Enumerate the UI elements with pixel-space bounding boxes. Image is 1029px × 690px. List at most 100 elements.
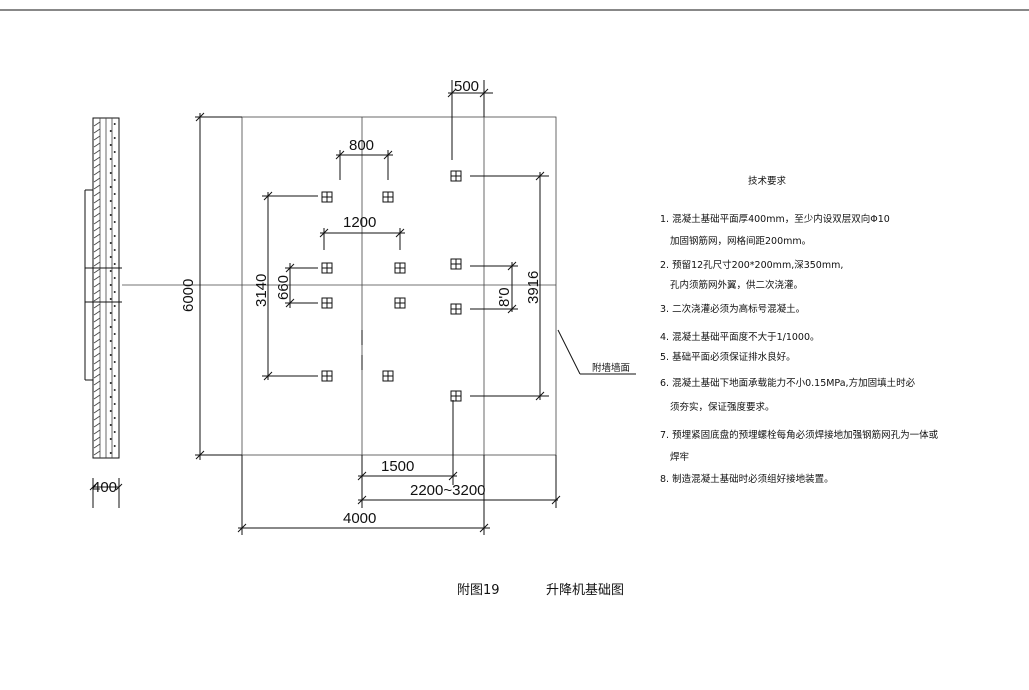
wall-aggregate-dot: [109, 200, 112, 202]
wall-hatch-line: [93, 261, 101, 267]
wall-hatch-line: [93, 205, 101, 211]
dim-400: 400: [92, 479, 117, 496]
wall-hatch-line: [93, 296, 101, 302]
wall-aggregate-dot: [113, 333, 116, 335]
wall-hatch-line: [93, 233, 101, 239]
reserved-hole-icon: [321, 262, 333, 274]
wall-hatch-line: [93, 310, 101, 316]
wall-hatch-line: [93, 289, 101, 295]
wall-hatch-line: [93, 429, 101, 435]
wall-aggregate-dot: [113, 207, 116, 209]
reserved-hole-icon: [450, 258, 462, 270]
wall-aggregate-dot: [109, 144, 112, 146]
wall-hatch-line: [93, 450, 101, 456]
wall-aggregate-dot: [109, 368, 112, 370]
wall-aggregate-dot: [113, 235, 116, 237]
wall-aggregate-dot: [113, 291, 116, 293]
wall-hatch-line: [93, 226, 101, 232]
reserved-hole-icon: [450, 303, 462, 315]
note-line: 孔内须筋网外翼，供二次浇灌。: [670, 279, 803, 291]
wall-aggregate-dot: [113, 319, 116, 321]
note-line: 须夯实，保证强度要求。: [670, 401, 775, 413]
wall-aggregate-dot: [109, 424, 112, 426]
reserved-hole-icon: [450, 390, 462, 402]
note-line: 1. 混凝土基础平面厚400mm，至少内设双层双向Φ10: [660, 213, 890, 225]
note-line: 焊牢: [670, 451, 689, 463]
wall-hatch-line: [93, 282, 101, 288]
wall-aggregate-dot: [113, 151, 116, 153]
wall-aggregate-dot: [113, 179, 116, 181]
wall-aggregate-dot: [109, 326, 112, 328]
reserved-hole-icon: [394, 262, 406, 274]
wall-hatch-line: [93, 247, 101, 253]
wall-hatch-line: [93, 324, 101, 330]
wall-hatch-line: [93, 142, 101, 148]
technical-notes: 技术要求 1. 混凝土基础平面厚400mm，至少内设双层双向Φ10 加固钢筋网，网…: [660, 175, 939, 485]
wall-aggregate-dot: [113, 193, 116, 195]
wall-aggregate-dot: [113, 347, 116, 349]
wall-aggregate-dot: [109, 354, 112, 356]
wall-hatch-line: [93, 135, 101, 141]
wall-hatch-line: [93, 219, 101, 225]
wall-hatch-line: [93, 156, 101, 162]
reserved-hole-icon: [321, 297, 333, 309]
wall-aggregate-dot: [109, 284, 112, 286]
note-line: 8. 制造混凝土基础时必须组好接地装置。: [660, 473, 834, 485]
reserved-hole-icon: [382, 191, 394, 203]
figure-number: 附图19: [457, 583, 500, 598]
wall-aggregate-dot: [109, 172, 112, 174]
wall-aggregate-dot: [113, 165, 116, 167]
note-line: 5. 基础平面必须保证排水良好。: [660, 351, 796, 363]
wall-hatch-line: [93, 254, 101, 260]
wall-hatch-line: [93, 128, 101, 134]
wall-hatch-line: [93, 380, 101, 386]
wall-aggregate-dot: [113, 277, 116, 279]
dimension-lines: 500 800 1200 6000 3140 66: [180, 78, 561, 535]
wall-aggregate-dot: [109, 298, 112, 300]
wall-aggregate-dot: [109, 452, 112, 454]
wall-hatch-line: [93, 317, 101, 323]
wall-hatch-line: [93, 191, 101, 197]
dim-3916: 3916: [525, 271, 542, 304]
wall-surface-label: 附墙墙面: [592, 362, 630, 374]
wall-aggregate-dot: [113, 249, 116, 251]
dim-6000: 6000: [180, 279, 197, 312]
wall-aggregate-dot: [109, 340, 112, 342]
wall-label-leader: [557, 329, 581, 375]
wall-aggregate-dot: [109, 214, 112, 216]
wall-aggregate-dot: [109, 270, 112, 272]
wall-hatch-line: [93, 268, 101, 274]
wall-aggregate-dot: [109, 382, 112, 384]
figure-title: 升降机基础图: [546, 583, 624, 598]
foundation-slab: [122, 116, 557, 456]
wall-hatch-line: [93, 149, 101, 155]
wall-hatch-line: [93, 303, 101, 309]
wall-hatch-line: [93, 415, 101, 421]
reserved-hole-icon: [394, 297, 406, 309]
dim-810: 8'0: [496, 287, 513, 307]
wall-hatch-line: [93, 401, 101, 407]
note-line: 加固钢筋网，网格间距200mm。: [670, 235, 811, 247]
dim-660: 660: [275, 275, 292, 300]
note-line: 3. 二次浇灌必须为高标号混凝土。: [660, 303, 805, 315]
note-line: 7. 预埋紧固底盘的预埋螺栓每角必须焊接地加强钢筋网孔为一体或: [660, 429, 939, 441]
wall-aggregate-dot: [109, 312, 112, 314]
wall-hatch-line: [93, 177, 101, 183]
wall-hatch-line: [93, 240, 101, 246]
wall-aggregate-dot: [113, 389, 116, 391]
notes-title: 技术要求: [748, 175, 787, 187]
dim-800: 800: [349, 137, 374, 154]
wall-aggregate-dot: [113, 305, 116, 307]
reserved-hole-icon: [382, 370, 394, 382]
dim-4000: 4000: [343, 510, 376, 527]
wall-hatch-line: [93, 422, 101, 428]
wall-hatch-line: [93, 170, 101, 176]
wall-aggregate-dot: [109, 130, 112, 132]
reserved-holes: [321, 170, 462, 402]
wall-hatch-line: [93, 394, 101, 400]
reserved-hole-icon: [321, 370, 333, 382]
wall-hatch-line: [93, 443, 101, 449]
wall-hatch-line: [93, 198, 101, 204]
